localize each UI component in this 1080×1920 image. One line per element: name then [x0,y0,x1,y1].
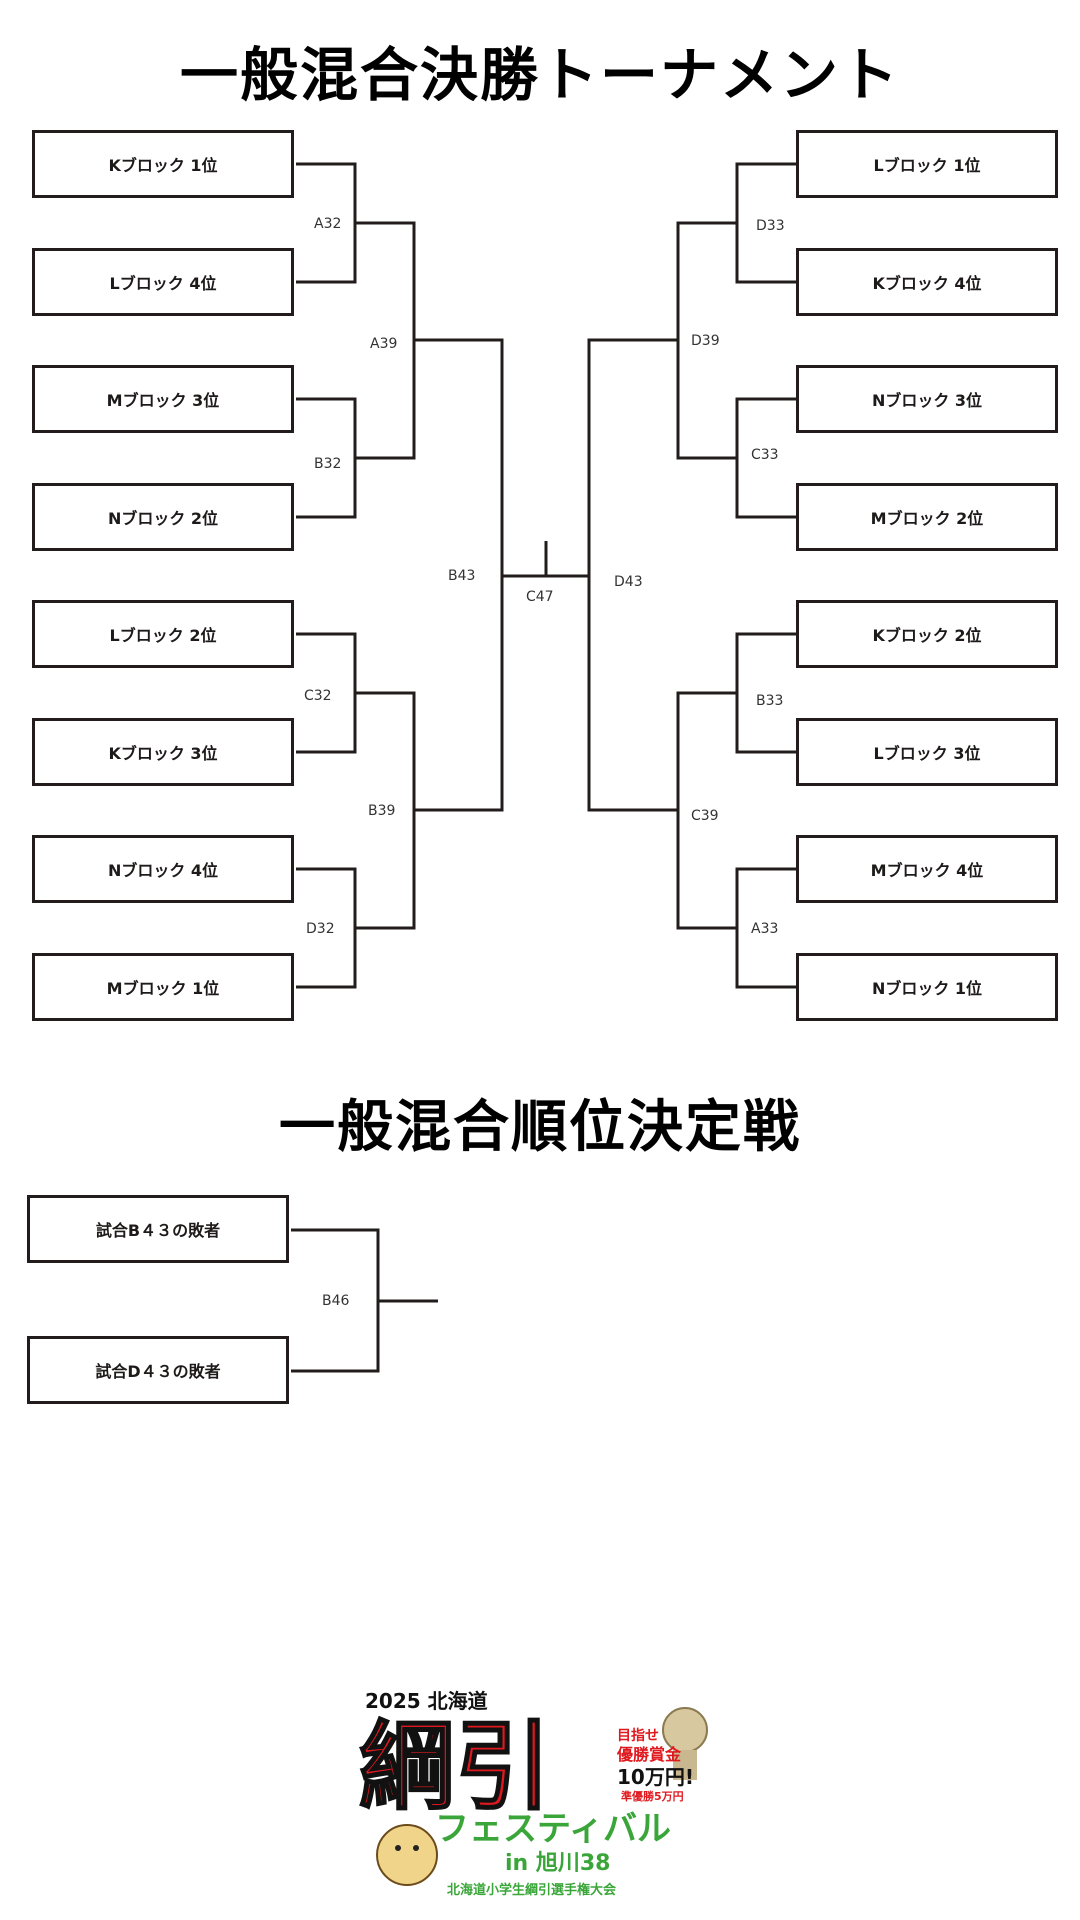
bracket-line [676,221,737,460]
bracket-line [735,397,796,519]
match-label: B46 [322,1293,350,1309]
tournament-title: 一般混合決勝トーナメント [179,41,900,109]
placement-slot: 試合B４３の敗者 [27,1195,289,1263]
logo-prize-amount: 10万円! [617,1765,694,1789]
placement-slot: 試合D４３の敗者 [27,1336,289,1404]
team-slot: Kブロック 1位 [32,130,294,198]
team-slot: Nブロック 2位 [32,483,294,551]
match-label: B39 [368,803,396,819]
team-slot: Lブロック 3位 [796,718,1058,786]
match-label: D43 [614,574,643,590]
match-label: C33 [751,447,779,463]
team-slot: Nブロック 4位 [32,835,294,903]
team-slot: Kブロック 2位 [796,600,1058,668]
event-logo: 2025 北海道 綱引 目指せ 優勝賞金 10万円! 準優勝5万円 フェスティバ… [358,1689,708,1898]
team-slot: Kブロック 3位 [32,718,294,786]
team-slot: Kブロック 4位 [796,248,1058,316]
bracket-line [587,338,678,812]
team-slot: Nブロック 3位 [796,365,1058,433]
team-slot: Mブロック 4位 [796,835,1058,903]
bracket-line [735,632,796,754]
logo-prize-head: 目指せ [617,1727,659,1744]
match-label: B43 [448,568,476,584]
match-label: B33 [756,693,784,709]
team-slot: Mブロック 1位 [32,953,294,1021]
team-slot: Lブロック 2位 [32,600,294,668]
match-label: A32 [314,216,342,232]
match-label: D39 [691,333,720,349]
team-slot: Mブロック 3位 [32,365,294,433]
placement-title: 一般混合順位決定戦 [279,1095,801,1160]
logo-sub: フェスティバル [435,1809,671,1849]
match-label: D32 [306,921,335,937]
team-slot: Mブロック 2位 [796,483,1058,551]
bracket-line [735,162,796,284]
team-slot: Lブロック 1位 [796,130,1058,198]
match-label: D33 [756,218,785,234]
logo-year: 2025 北海道 [365,1689,488,1713]
logo-organizer: 北海道小学生綱引選手権大会 [447,1882,617,1898]
logo-prize-label: 優勝賞金 [616,1745,682,1764]
match-label: A39 [370,336,398,352]
match-label: B32 [314,456,342,472]
match-label: A33 [751,921,779,937]
team-slot: Lブロック 4位 [32,248,294,316]
logo-main: 綱引 [359,1710,551,1823]
match-label: C32 [304,688,332,704]
logo-place: in 旭川38 [505,1851,610,1876]
match-label: C39 [691,808,719,824]
team-slot: Nブロック 1位 [796,953,1058,1021]
logo-prize-second: 準優勝5万円 [621,1789,684,1803]
mascot-icon [376,1824,438,1886]
bracket-line [735,867,796,989]
match-label: C47 [526,589,554,605]
bracket-line [676,691,737,930]
